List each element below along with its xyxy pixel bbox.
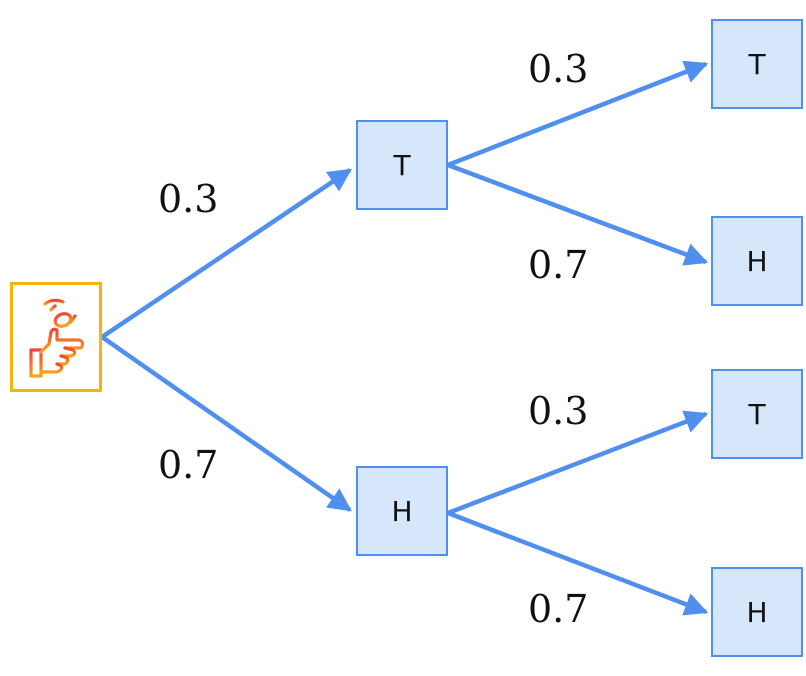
edge-h-to-h [447,510,709,616]
edge-root-to-h [100,335,352,512]
node-label: T [393,148,411,182]
edge-t-to-h [447,162,709,266]
edge-root-to-t [100,168,352,339]
prob-root-t: 0.3 [158,177,219,221]
node-label: H [746,244,768,278]
prob-t-h: 0.7 [528,243,589,287]
node-label: H [746,595,768,629]
edge-t-to-t [447,60,709,168]
node-label: T [748,397,766,431]
node-level2-th: H [711,216,803,306]
prob-root-h: 0.7 [158,443,219,487]
node-level2-ht: T [711,369,803,459]
edge-h-to-t [447,410,709,516]
prob-h-h: 0.7 [528,587,589,631]
node-level1-h: H [356,466,448,556]
node-level1-t: T [356,120,448,210]
root-node [10,282,102,392]
prob-t-t: 0.3 [528,47,589,91]
node-label: T [748,47,766,81]
coin-toss-hand-icon [29,298,85,378]
prob-h-t: 0.3 [528,389,589,433]
node-level2-tt: T [711,19,803,109]
node-label: H [391,494,413,528]
node-level2-hh: H [711,567,803,657]
